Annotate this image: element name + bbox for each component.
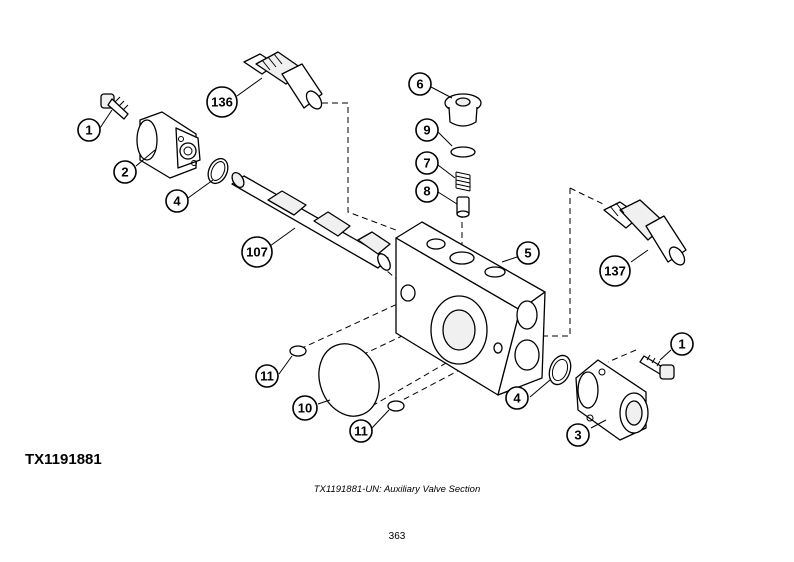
svg-text:3: 3: [574, 428, 581, 443]
o-ring-11-top: [289, 345, 307, 357]
end-cap-right: [575, 359, 649, 441]
svg-text:5: 5: [524, 246, 531, 261]
o-ring-11-bottom: [387, 400, 405, 412]
callout-5: 5: [516, 241, 540, 265]
spool: [231, 171, 391, 271]
callout-136: 136: [206, 86, 238, 118]
callout-6: 6: [408, 72, 432, 96]
page-number: 363: [388, 531, 406, 542]
callout-1-left: 1: [77, 118, 101, 142]
callout-11-bottom: 11: [349, 419, 373, 443]
svg-text:4: 4: [513, 391, 521, 406]
svg-text:107: 107: [246, 245, 268, 260]
svg-text:10: 10: [298, 401, 312, 416]
poppet: [456, 196, 470, 218]
svg-text:9: 9: [423, 123, 430, 138]
o-ring-right: [548, 354, 572, 386]
callout-7: 7: [415, 151, 439, 175]
end-cap-left: [136, 111, 201, 179]
callout-4-left: 4: [165, 189, 189, 213]
svg-text:11: 11: [354, 424, 368, 439]
o-ring-small: [450, 146, 476, 158]
svg-text:8: 8: [423, 184, 430, 199]
spring: [455, 171, 471, 192]
svg-text:7: 7: [423, 156, 430, 171]
figure-id: TX1191881: [25, 451, 102, 468]
callout-2: 2: [113, 160, 137, 184]
callout-4-right: 4: [505, 386, 529, 410]
svg-text:6: 6: [416, 77, 423, 92]
o-ring-left: [207, 157, 229, 185]
callout-9: 9: [415, 118, 439, 142]
exploded-view-diagram: 1 2 4 136 107 6 9 7 8 5 137: [77, 51, 694, 447]
svg-text:136: 136: [211, 95, 233, 110]
callout-8: 8: [415, 179, 439, 203]
svg-text:137: 137: [604, 264, 626, 279]
svg-text:4: 4: [173, 194, 181, 209]
leader-lines: [99, 77, 672, 429]
valve-body: [395, 221, 546, 396]
callout-137: 137: [599, 255, 631, 287]
relief-valve-137: [603, 199, 687, 266]
callout-1-right: 1: [670, 332, 694, 356]
bolt-left: [100, 93, 129, 120]
svg-text:11: 11: [260, 369, 274, 384]
callout-11-top: 11: [255, 364, 279, 388]
seal-disc: [318, 343, 380, 417]
callout-107: 107: [241, 236, 273, 268]
bolt-right: [639, 354, 675, 380]
svg-text:1: 1: [85, 123, 92, 138]
plug: [444, 93, 482, 127]
callout-10: 10: [292, 395, 318, 421]
figure-caption: TX1191881-UN: Auxiliary Valve Section: [313, 484, 481, 495]
svg-text:2: 2: [121, 165, 128, 180]
callout-3: 3: [566, 423, 590, 447]
svg-text:1: 1: [678, 337, 685, 352]
relief-valve-136: [243, 51, 323, 110]
